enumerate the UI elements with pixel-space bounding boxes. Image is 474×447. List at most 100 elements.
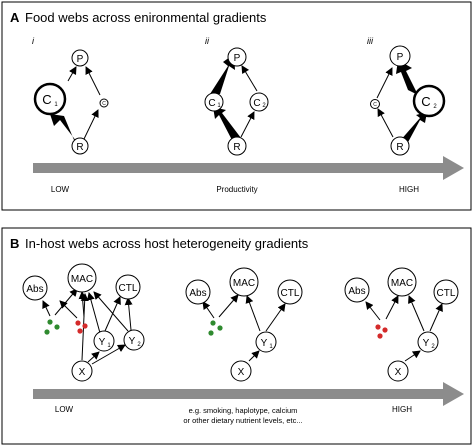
gradient-arrow-a bbox=[33, 156, 464, 180]
node-c1 bbox=[370, 99, 380, 109]
pathogen-green-cluster bbox=[208, 320, 223, 336]
arrow-pathogen-red-to-abs bbox=[59, 300, 78, 319]
arrow-pathogen-green-to-mac bbox=[218, 294, 239, 318]
pathogen-red-cell bbox=[77, 328, 83, 334]
arrow-y1-to-ctl bbox=[265, 303, 286, 332]
node-abs bbox=[344, 277, 370, 303]
pathogen-red-cell bbox=[377, 333, 383, 339]
node-p bbox=[389, 45, 411, 67]
arrow-c1-to-p bbox=[67, 66, 77, 82]
arrow-pathogen-green-to-mac bbox=[54, 288, 78, 316]
arrow-r-to-c1 bbox=[377, 108, 394, 138]
axis-middle-label-a: Productivity bbox=[216, 185, 257, 194]
arrow-y1-to-mac bbox=[245, 295, 261, 332]
node-p bbox=[71, 49, 89, 67]
arrow-x-to-y1 bbox=[87, 351, 100, 363]
node-c2-label: C bbox=[253, 98, 260, 109]
host-web-right: Abs MAC CTL Y 2 X bbox=[344, 267, 459, 382]
node-c1-label: C bbox=[373, 102, 377, 108]
pathogen-green-cell bbox=[217, 325, 223, 331]
node-ctl-label: CTL bbox=[437, 288, 456, 299]
food-web-ii: ii P C 1 C 2 R bbox=[204, 36, 269, 156]
panel-a-letter: A bbox=[10, 10, 20, 25]
node-ctl-label: CTL bbox=[281, 288, 300, 299]
node-c2 bbox=[412, 84, 446, 118]
node-c1-sub: 1 bbox=[217, 103, 221, 109]
node-y1-label: Y bbox=[99, 337, 106, 348]
node-r-label: R bbox=[76, 142, 83, 153]
arrow-c2-to-p-thick bbox=[396, 60, 418, 95]
node-x-label: X bbox=[395, 367, 402, 378]
node-y2-label: Y bbox=[423, 338, 430, 349]
arrow-x-to-y1 bbox=[248, 350, 260, 362]
node-y1 bbox=[93, 330, 115, 352]
node-p-label: P bbox=[234, 53, 241, 64]
axis-middle-label-b-line1: e.g. smoking, haplotype, calcium bbox=[189, 406, 298, 415]
node-c2-sub: 2 bbox=[262, 103, 266, 109]
node-mac-label: MAC bbox=[391, 278, 413, 289]
arrow-pathogen-green-to-abs bbox=[42, 300, 51, 317]
arrow-pathogen-green-to-abs bbox=[202, 301, 215, 319]
panel-b-letter: B bbox=[10, 236, 19, 251]
node-x bbox=[230, 360, 252, 382]
host-web-middle: Abs MAC CTL Y 1 X bbox=[185, 267, 303, 382]
node-c1 bbox=[33, 82, 67, 116]
arrow-c1-to-p bbox=[376, 67, 393, 99]
arrow-y2-to-mac bbox=[93, 291, 129, 332]
node-y1-sub: 1 bbox=[269, 344, 273, 350]
node-p-label: P bbox=[77, 54, 84, 65]
axis-high-label-a: HIGH bbox=[399, 185, 419, 194]
pathogen-red-cell bbox=[82, 323, 88, 329]
node-abs bbox=[22, 275, 48, 301]
node-y2 bbox=[417, 331, 439, 353]
node-c1-label: C bbox=[208, 98, 215, 109]
node-ctl bbox=[277, 279, 303, 305]
node-c2-label: C bbox=[102, 101, 106, 107]
node-r-label: R bbox=[396, 142, 403, 153]
arrow-x-to-y2 bbox=[91, 344, 126, 365]
pathogen-green-cell bbox=[210, 320, 216, 326]
node-ctl bbox=[433, 279, 459, 305]
arrow-pathogen-red-to-abs bbox=[365, 301, 381, 321]
node-r bbox=[71, 137, 89, 155]
food-web-iii: iii P C C 2 R bbox=[367, 36, 446, 156]
panel-b-frame bbox=[1, 227, 472, 445]
node-p bbox=[227, 47, 247, 67]
node-ctl bbox=[115, 274, 141, 300]
pathogen-red-cell bbox=[382, 327, 388, 333]
arrow-y1-to-ctl bbox=[104, 296, 121, 332]
panel-a: A Food webs across enironmental gradient… bbox=[1, 1, 472, 211]
arrow-pathogen-red-to-mac bbox=[385, 295, 399, 320]
node-y2-sub: 2 bbox=[431, 344, 435, 350]
node-abs-label: Abs bbox=[348, 286, 365, 297]
arrow-c1-to-p-thick bbox=[210, 54, 235, 94]
node-x-label: X bbox=[79, 367, 86, 378]
arrow-c2-to-p bbox=[241, 65, 258, 92]
roman-label-i: i bbox=[32, 36, 35, 46]
pathogen-red-cell bbox=[75, 320, 81, 326]
pathogen-green-cell bbox=[47, 319, 53, 325]
axis-middle-label-b-line2: or other dietary nutrient levels, etc... bbox=[183, 416, 302, 425]
arrow-y1-to-mac bbox=[86, 292, 101, 334]
panel-b: B In-host webs across host heterogeneity… bbox=[1, 227, 472, 445]
pathogen-green-cell bbox=[54, 324, 60, 330]
arrow-r-to-c1-thick bbox=[50, 114, 80, 146]
axis-low-label-a: LOW bbox=[51, 185, 70, 194]
node-y2 bbox=[123, 329, 145, 351]
node-r bbox=[390, 136, 410, 156]
arrow-y2-to-ctl bbox=[124, 297, 133, 331]
panel-a-title: Food webs across enironmental gradients bbox=[25, 10, 267, 25]
node-c2-sub: 2 bbox=[433, 104, 437, 110]
roman-label-ii: ii bbox=[205, 36, 210, 46]
node-abs-label: Abs bbox=[26, 284, 43, 295]
arrow-r-to-c2 bbox=[240, 111, 255, 138]
node-y2-label: Y bbox=[129, 336, 136, 347]
node-c1-label: C bbox=[42, 92, 51, 107]
pathogen-green-cell bbox=[208, 330, 214, 336]
arrow-r-to-c2-thick bbox=[399, 112, 427, 146]
arrow-r-to-c2 bbox=[83, 109, 99, 140]
node-mac-label: MAC bbox=[71, 274, 93, 285]
node-y1-sub: 1 bbox=[107, 343, 111, 349]
node-c2 bbox=[249, 92, 269, 112]
node-c2-label: C bbox=[421, 94, 430, 109]
